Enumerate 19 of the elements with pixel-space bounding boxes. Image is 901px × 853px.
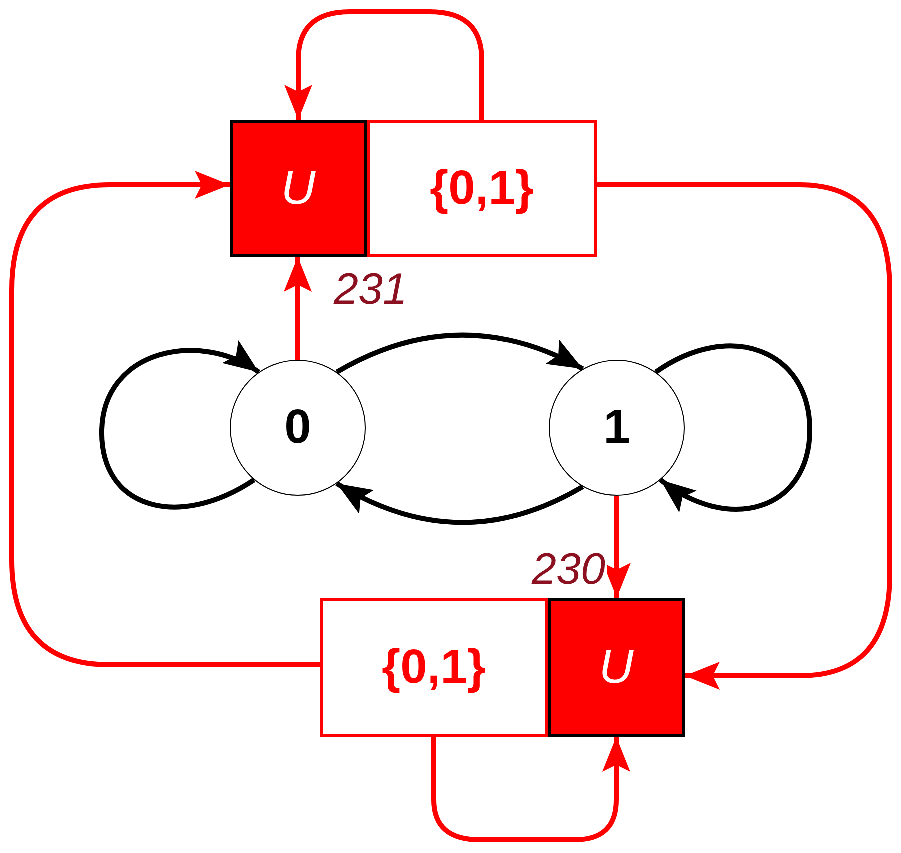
filled-box [230, 120, 367, 257]
node-label: 1 [604, 404, 630, 452]
arrow [432, 737, 630, 842]
arrow [336, 482, 584, 526]
arrow [284, 10, 484, 120]
node-label: {0,1} [430, 164, 534, 212]
node-label: {0,1} [382, 644, 486, 692]
arrow [597, 182, 892, 690]
node-label: U [281, 164, 316, 212]
arrow [284, 257, 312, 360]
filled-box [548, 598, 685, 737]
state-box [367, 120, 597, 257]
arrow [654, 344, 812, 512]
arrow [336, 332, 584, 374]
node-label: U [599, 644, 634, 692]
arrow [100, 342, 260, 510]
state-box [320, 598, 548, 737]
arrow [10, 171, 320, 668]
node-label: 0 [284, 404, 312, 452]
